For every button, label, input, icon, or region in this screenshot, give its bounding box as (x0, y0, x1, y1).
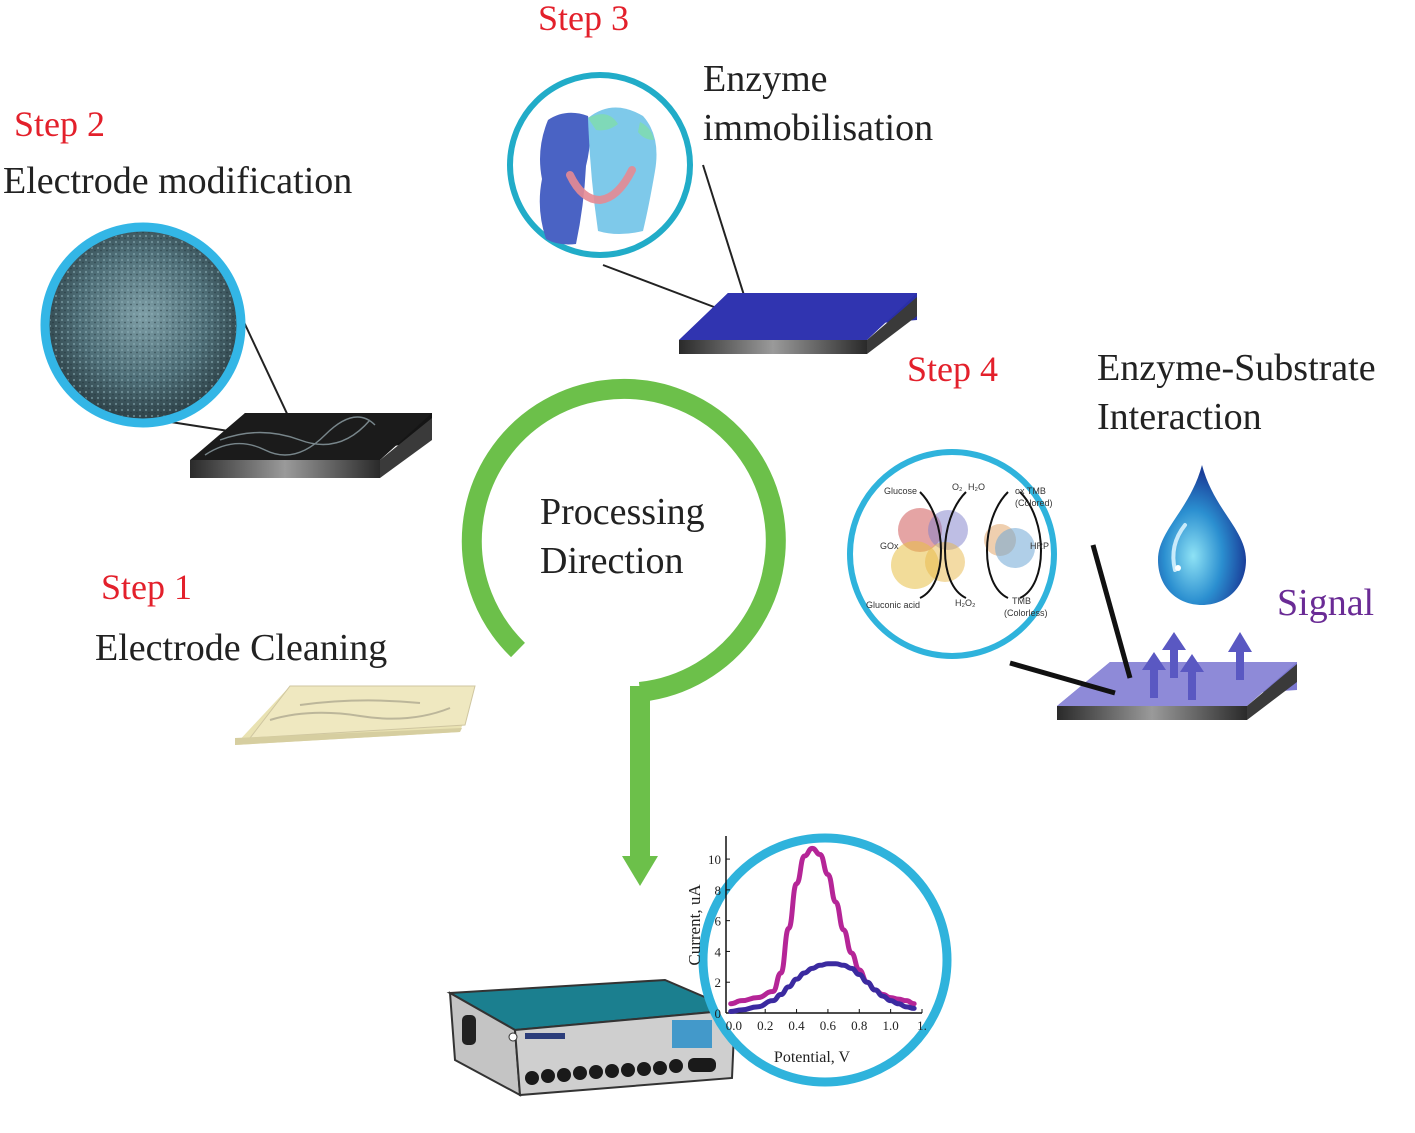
y-tick-label: 2 (715, 975, 722, 990)
reaction-label: (Colorless) (1004, 608, 1048, 618)
x-tick-label: 1.0 (883, 1018, 899, 1033)
y-tick-label: 4 (715, 944, 722, 959)
x-tick-label: 1. (917, 1018, 927, 1033)
modified-electrode-icon (40, 222, 432, 478)
processing-direction-label-line1: Processing (540, 491, 705, 533)
water-drop-icon (1158, 465, 1246, 605)
x-axis-label: Potential, V (774, 1049, 851, 1066)
reaction-label: HRP (1030, 541, 1049, 551)
step-3-label: Step 3 (538, 0, 630, 38)
step-4-caption-line2: Interaction (1097, 396, 1262, 438)
processing-direction-label-line2: Direction (540, 540, 684, 582)
y-tick-label: 0 (715, 1006, 722, 1021)
callout-line (702, 164, 749, 309)
callout-line (1090, 544, 1133, 679)
reaction-label: H₂O (968, 482, 985, 492)
step-3-caption-line1: Enzyme (703, 58, 828, 100)
step-1-label: Step 1 (101, 567, 193, 607)
reaction-label: TMB (1012, 596, 1031, 606)
series-line-control (728, 961, 917, 1014)
y-axis-label: Current, uA (685, 884, 704, 966)
reaction-scheme-icon: Glucose O₂ H₂O ox TMB (Colored) GOx HRP … (866, 482, 1053, 618)
dpv-chart: 0.0 0.2 0.4 0.6 0.8 1.0 1. 0 2 4 6 8 10 Potential, … (685, 836, 927, 1066)
bare-electrode-icon (235, 685, 476, 745)
callout-line (1009, 660, 1116, 696)
reaction-label: Glucose (884, 486, 917, 496)
process-arrow-icon (461, 378, 786, 886)
reaction-label: ox TMB (1015, 486, 1046, 496)
reaction-label: H₂O₂ (955, 598, 976, 608)
y-tick-label: 10 (708, 852, 721, 867)
reaction-label: Gluconic acid (866, 600, 920, 610)
x-tick-label: 0.4 (788, 1018, 805, 1033)
callout-line (602, 264, 723, 311)
enzyme-electrode-icon (507, 72, 917, 354)
potentiostat-icon (446, 978, 737, 1097)
y-tick-label: 6 (715, 914, 722, 929)
signal-arrows-icon (1142, 632, 1252, 700)
x-tick-label: 0.0 (726, 1018, 742, 1033)
reaction-label: GOx (880, 541, 899, 551)
electrode-surface (679, 293, 917, 340)
magnifier-ring (698, 833, 952, 1087)
enzyme-structure-icon (539, 107, 657, 245)
x-tick-label: 0.8 (851, 1018, 867, 1033)
signal-electrode-icon: Glucose O₂ H₂O ox TMB (Colored) GOx HRP … (847, 449, 1297, 720)
step-4-label: Step 4 (907, 349, 999, 389)
reaction-label: O₂ (952, 482, 963, 492)
y-tick-label: 8 (715, 883, 722, 898)
step-4-caption-line1: Enzyme-Substrate (1097, 347, 1376, 389)
step-3-caption-line2: immobilisation (703, 107, 934, 149)
step-2-label: Step 2 (14, 104, 106, 144)
x-tick-label: 0.6 (820, 1018, 837, 1033)
chart-magnifier: 0.0 0.2 0.4 0.6 0.8 1.0 1. 0 2 4 6 8 10 Potential, … (685, 833, 952, 1087)
step-1-caption: Electrode Cleaning (95, 627, 388, 669)
reaction-label: (Colored) (1015, 498, 1053, 508)
signal-label: Signal (1277, 582, 1375, 624)
step-2-caption: Electrode modification (3, 160, 353, 202)
x-tick-label: 0.2 (757, 1018, 773, 1033)
